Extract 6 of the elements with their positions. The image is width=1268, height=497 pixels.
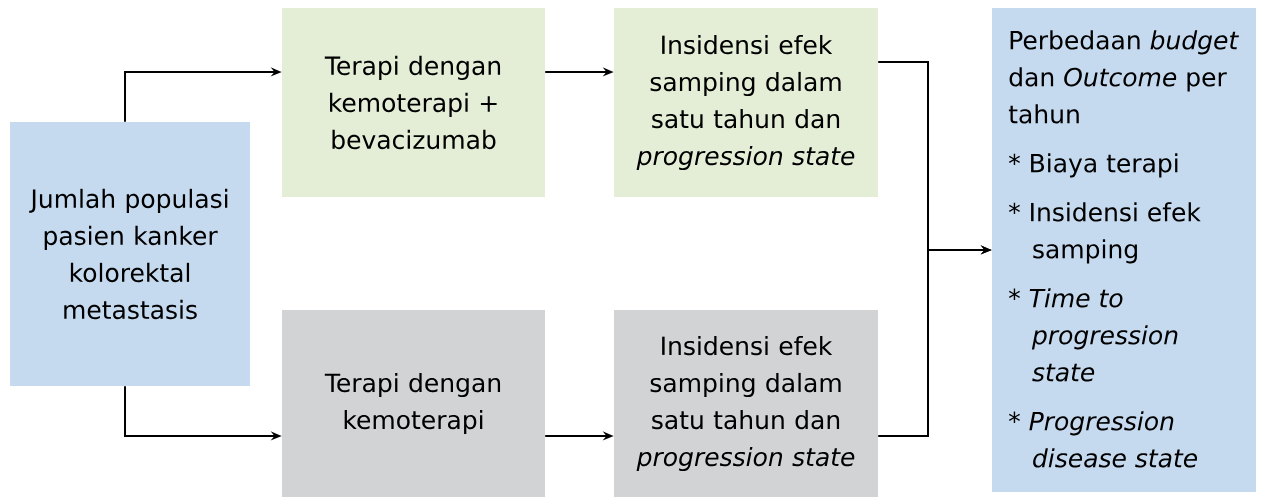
population-box: Jumlah populasi pasien kanker kolorektal metastasis <box>10 122 250 386</box>
therapy-box: Terapi dengan kemoterapi + bevacizumab <box>282 8 545 197</box>
outcome-box: Insidensi efek samping dalam satu tahun dan progression state <box>614 8 878 197</box>
therapy-box: Terapi dengan kemoterapi <box>282 310 545 497</box>
outcome-box: Insidensi efek samping dalam satu tahun dan progression state <box>614 310 878 497</box>
result-box: Perbedaan budget dan Outcome per tahun * Biaya terapi * Insidensi efek samping *Time to progression state *Progression disease state <box>992 8 1256 492</box>
